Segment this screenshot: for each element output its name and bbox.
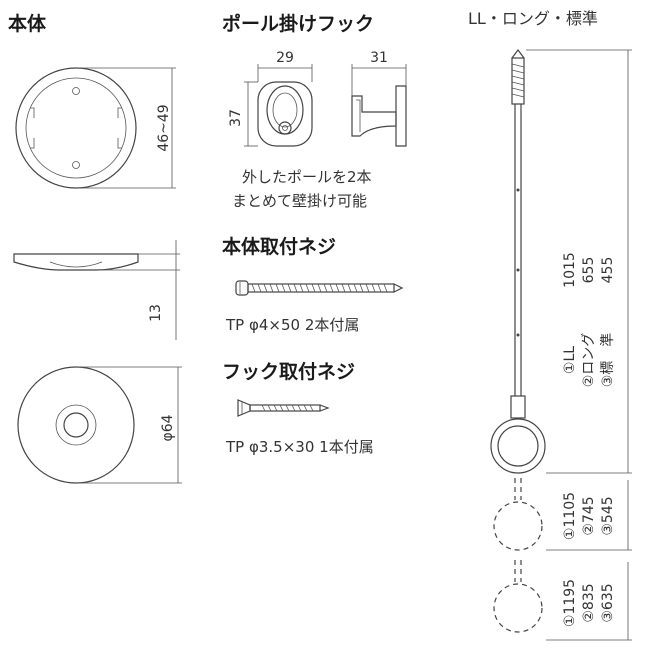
- dim-body-diameter: φ64: [160, 414, 176, 441]
- dim-body-height-range: 46~49: [156, 104, 172, 151]
- heading-body-screw: 本体取付ネジ: [222, 235, 336, 258]
- body-bottom-view: φ64: [17, 366, 182, 484]
- pole-label-2: ②ロング: [581, 333, 597, 388]
- hook-screw-spec: TP φ3.5×30 1本付属: [225, 438, 374, 456]
- pole-length-1: 1015: [562, 252, 578, 288]
- hook-front-view: 29 37: [228, 50, 313, 147]
- pole-extension-b: [493, 560, 632, 641]
- hook-side-view: 31: [351, 50, 407, 147]
- pole-ext-b-2: ②835: [581, 583, 597, 622]
- body-screw-drawing: [235, 280, 404, 296]
- heading-body: 本体: [8, 12, 47, 35]
- dim-body-thickness: 13: [148, 304, 164, 322]
- heading-hook: ポール掛けフック: [222, 12, 374, 35]
- body-screw-spec: TP φ4×50 2本付属: [225, 316, 359, 334]
- pole-ext-b-1: ①1195: [562, 579, 578, 627]
- hook-screw-drawing: [237, 399, 330, 417]
- pole-ext-a-1: ①1105: [562, 492, 578, 540]
- pole-ext-a-2: ②745: [581, 496, 597, 535]
- hook-note-line1: 外したポールを2本: [242, 168, 372, 186]
- dim-hook-width: 29: [276, 50, 294, 66]
- dim-hook-height: 37: [228, 109, 244, 127]
- pole-label-1: ①LL: [562, 346, 578, 374]
- heading-hook-screw: フック取付ネジ: [222, 360, 355, 383]
- dim-hook-depth: 31: [370, 50, 388, 66]
- pole-label-3: ③標 準: [600, 333, 616, 388]
- pole-length-2: 655: [581, 257, 597, 284]
- pole-drawing: [490, 49, 632, 474]
- body-side-view: 13: [13, 240, 180, 340]
- body-top-view: 46~49: [15, 67, 176, 189]
- pole-ext-b-3: ③635: [600, 583, 616, 622]
- pole-ext-a-3: ③545: [600, 496, 616, 535]
- heading-pole-variants: LL・ロング・標準: [468, 9, 598, 28]
- pole-extension-a: [493, 478, 632, 551]
- pole-length-3: 455: [600, 257, 616, 284]
- hook-note-line2: まとめて壁掛け可能: [232, 192, 367, 210]
